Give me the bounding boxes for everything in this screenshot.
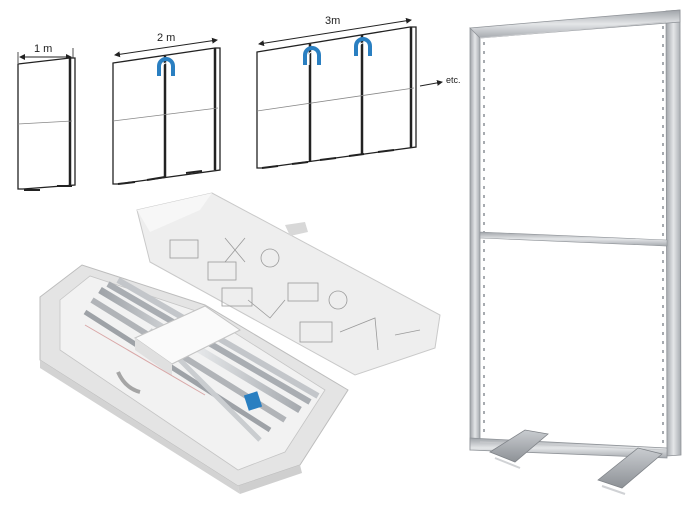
dimension-label-2m: 2 m (157, 32, 175, 44)
magnetic-clip-icon (303, 46, 321, 65)
dimension-label-1m: 1 m (34, 43, 52, 55)
frame-foot-right (597, 447, 663, 489)
frame-right-profile (665, 9, 682, 457)
frame-top-profile (469, 9, 681, 39)
dimension-line-2m (114, 37, 218, 58)
frame-3m-drawing: 3m etc. (256, 15, 461, 169)
assembled-frame-photo (469, 9, 682, 495)
frame-foot-left (489, 429, 549, 463)
magnetic-clip-icon (157, 57, 175, 76)
frame-left-profile (469, 27, 481, 451)
transport-box-photo (39, 192, 441, 494)
frame-crossbar (479, 231, 668, 247)
frame-1m-drawing: 1 m (17, 43, 76, 191)
arrow-right-icon (419, 79, 443, 87)
dimension-label-3m: 3m (325, 15, 340, 27)
magnetic-clip-icon (354, 37, 372, 56)
box-handle (116, 371, 141, 394)
continuation-label: etc. (446, 75, 461, 85)
instruction-sketches (169, 237, 421, 351)
dimension-line-3m (258, 17, 412, 47)
product-label (243, 391, 263, 411)
frame-2m-drawing: 2 m (112, 32, 221, 185)
